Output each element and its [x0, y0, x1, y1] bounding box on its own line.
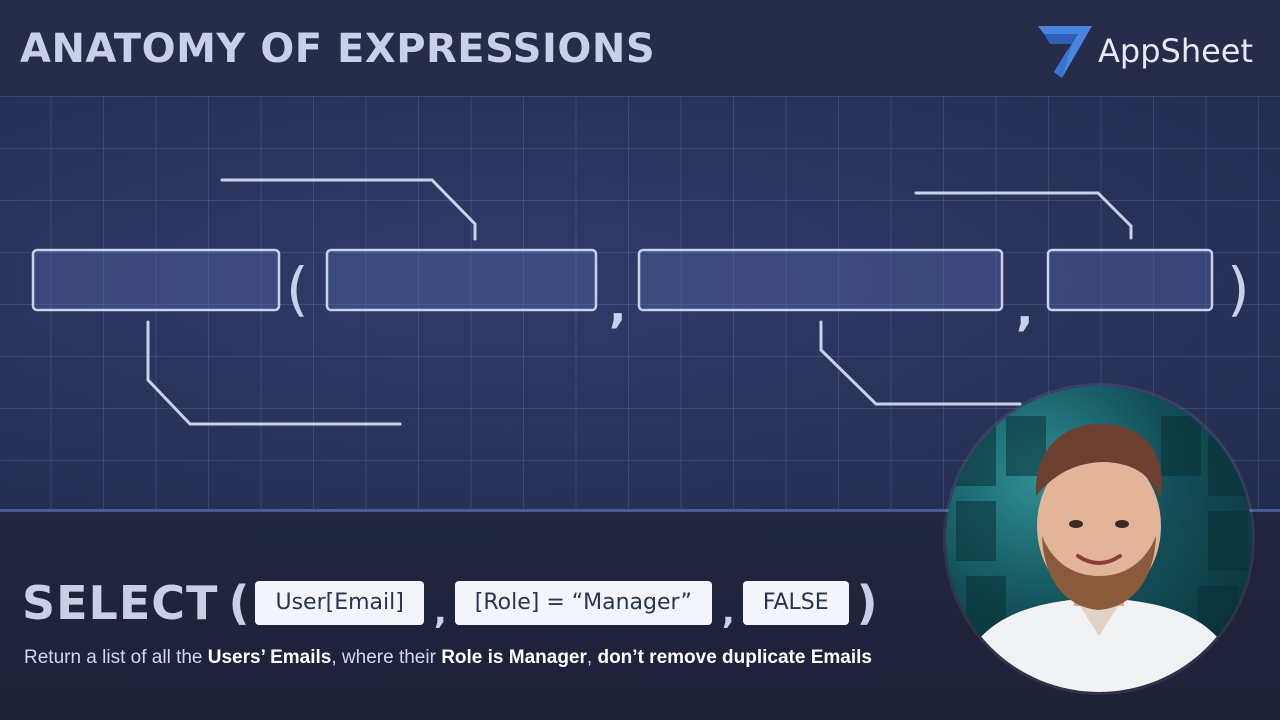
callout-line-arg2 [819, 320, 1022, 406]
desc-bold-2: Role is Manager [441, 647, 587, 668]
expression-example: SELECT ( User[Email] , [Role] = “Manager… [22, 574, 878, 632]
argument-slot-2 [637, 248, 1004, 312]
brand-name: AppSheet [1098, 32, 1254, 70]
desc-text-3: , [586, 647, 598, 668]
expression-comma-2: , [721, 592, 735, 632]
diagram-comma-1: , [609, 279, 626, 333]
argument-slot-3 [1046, 248, 1214, 312]
presenter-avatar-icon [956, 416, 1248, 692]
argument-3: FALSE [742, 581, 849, 625]
argument-1: User[Email] [255, 581, 424, 625]
argument-slot-1 [325, 248, 598, 312]
expression-comma-1: , [433, 592, 447, 632]
diagram-open-paren: ( [286, 255, 309, 323]
function-name: SELECT [22, 576, 219, 630]
function-slot [31, 248, 281, 312]
argument-2: [Role] = “Manager” [454, 581, 712, 625]
desc-bold-3: don’t remove duplicate Emails [597, 647, 872, 668]
presenter-avatar [946, 386, 1252, 692]
callout-line-arg3 [914, 191, 1133, 240]
expression-close-paren: ) [856, 576, 878, 630]
desc-text-1: Return a list of all the [24, 647, 208, 668]
appsheet-logo-icon [1038, 26, 1092, 78]
desc-text-2: , where their [331, 647, 442, 668]
diagram-close-paren: ) [1227, 255, 1250, 323]
callout-line-function [146, 320, 402, 426]
expression-open-paren: ( [228, 576, 250, 630]
appsheet-logo: AppSheet [1036, 22, 1268, 82]
callout-line-arg1 [220, 178, 477, 241]
page-title: ANATOMY OF EXPRESSIONS [20, 26, 656, 72]
expression-description: Return a list of all the Users’ Emails, … [24, 647, 872, 669]
desc-bold-1: Users’ Emails [207, 647, 332, 668]
diagram-comma-2: , [1016, 282, 1033, 336]
